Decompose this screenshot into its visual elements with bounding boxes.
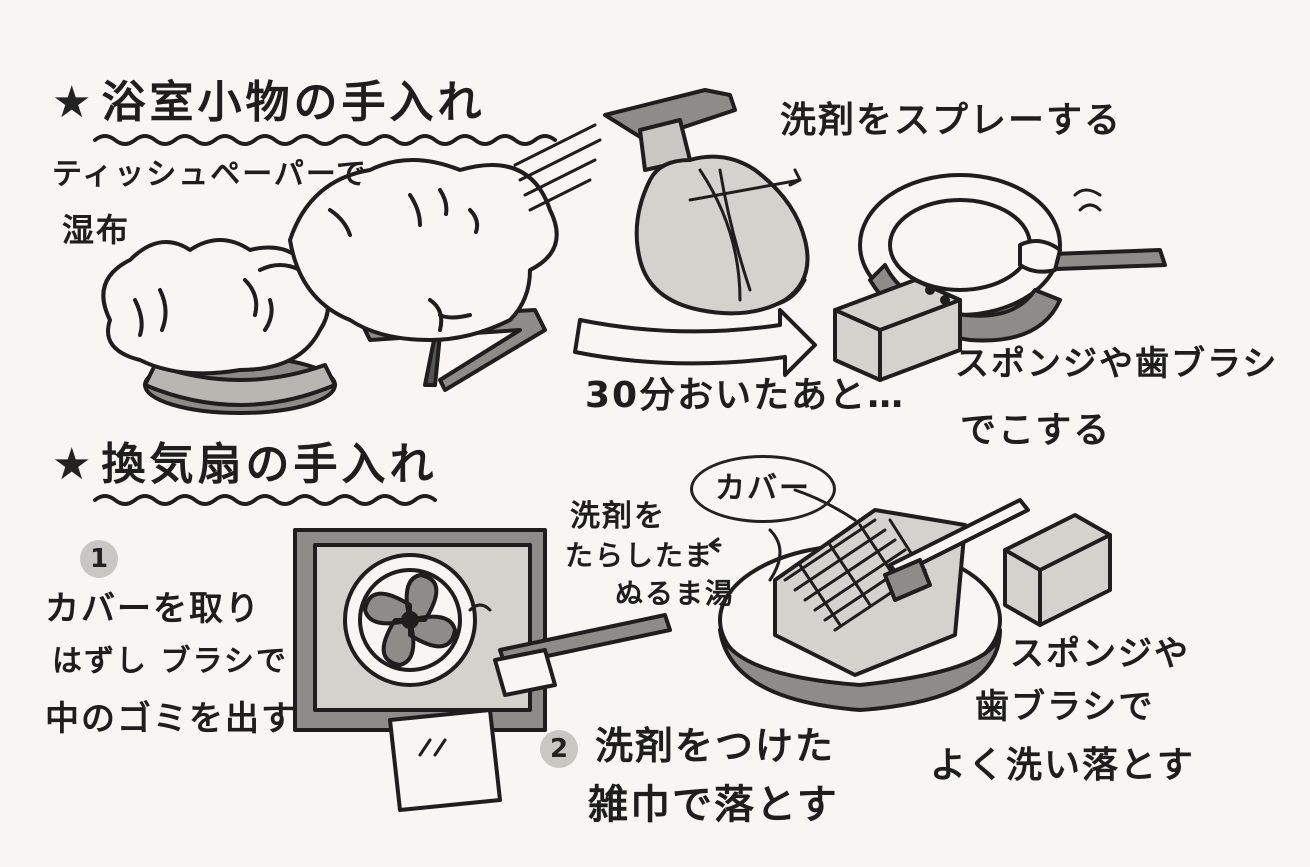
step2-line2: 雑巾で落とす	[588, 782, 839, 828]
tissue-caption-line2: 湿布	[62, 211, 131, 249]
next-step-arrow	[573, 308, 817, 377]
fan-brush-illustration	[493, 613, 672, 697]
soap-dish-illustration	[101, 238, 337, 415]
wash-line2: 歯ブラシで	[975, 687, 1155, 727]
step2-number-badge: 2	[540, 730, 578, 768]
fan-section-title: ★換気扇の手入れ	[52, 439, 438, 491]
bath-title-underline	[93, 134, 557, 146]
step2-line1: 洗剤をつけた	[595, 724, 836, 768]
wash-line1: スポンジや	[1010, 634, 1190, 674]
step1-line1: カバーを取り	[45, 589, 261, 629]
cover-label: カバー	[715, 470, 811, 506]
sponge-brush-ring-illustration	[833, 173, 1167, 382]
star-icon: ★	[52, 439, 96, 490]
cloth-illustration	[388, 708, 502, 812]
spray-bottle-illustration	[603, 88, 810, 316]
soak-line3: ぬるま湯	[615, 577, 736, 610]
soaking-tub-illustration	[718, 498, 1030, 712]
wash-line3: よく洗い落とす	[930, 745, 1195, 786]
soak-line1: 洗剤を	[570, 499, 666, 534]
fan-title-underline	[93, 494, 437, 506]
after-caption: 30分おいたあと…	[585, 375, 906, 416]
tray-illustration	[288, 158, 559, 392]
step1-line2: はずし ブラシで	[52, 644, 288, 679]
fan-title-text: 換気扇の手入れ	[101, 439, 438, 490]
small-sponge-illustration	[1003, 513, 1112, 627]
tissue-caption-line1: ティッシュペーパーで	[52, 157, 369, 192]
star-icon: ★	[52, 77, 96, 128]
soak-line2: たらしたま	[565, 539, 715, 572]
scrub-caption-line2: でこする	[960, 410, 1112, 451]
scrub-caption-line1: スポンジや歯ブラシ	[955, 344, 1279, 384]
spray-caption: 洗剤をスプレーする	[780, 100, 1123, 141]
step1-number-badge: 1	[80, 540, 118, 578]
step1-line3: 中のゴミを出す	[45, 699, 297, 739]
bath-section-title: ★浴室小物の手入れ	[52, 77, 486, 129]
spray-mist	[513, 123, 602, 212]
cover-label-bubble: カバー	[690, 455, 836, 523]
fan-frame-illustration	[293, 528, 547, 732]
bath-title-text: 浴室小物の手入れ	[101, 77, 486, 128]
